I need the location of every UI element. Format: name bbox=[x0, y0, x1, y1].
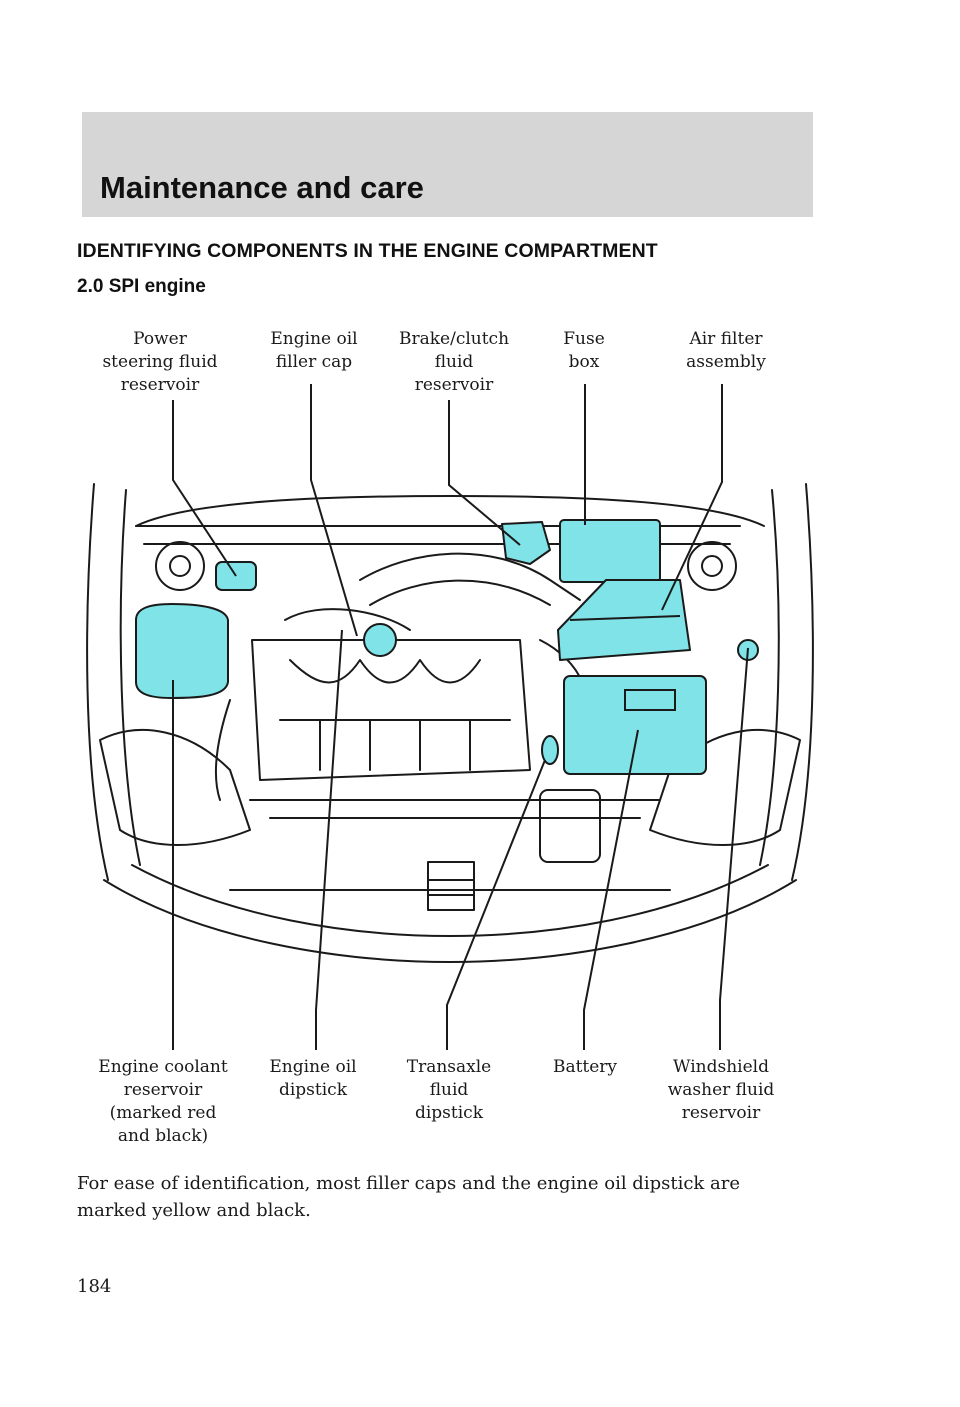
leader-power-steering bbox=[172, 400, 237, 577]
label-engine-oil-filler-cap: Engine oil filler cap bbox=[270, 329, 358, 372]
label-power-steering-fluid-reservoir: Power steering fluid reservoir bbox=[102, 329, 218, 395]
header-band bbox=[82, 112, 813, 217]
leader-oil-dipstick bbox=[315, 629, 343, 1050]
identification-caption: For ease of identification, most filler … bbox=[77, 1173, 741, 1221]
label-engine-oil-dipstick: Engine oil dipstick bbox=[269, 1057, 357, 1100]
label-air-filter-assembly: Air filter assembly bbox=[686, 329, 766, 372]
leader-brake-reservoir bbox=[448, 400, 521, 546]
label-transaxle-fluid-dipstick: Transaxle fluid dipstick bbox=[406, 1057, 492, 1123]
label-brake-clutch-fluid-reservoir: Brake/clutch fluid reservoir bbox=[398, 329, 510, 395]
label-fuse-box: Fuse box bbox=[563, 329, 605, 372]
leader-oil-filler-cap bbox=[310, 384, 358, 637]
label-battery: Battery bbox=[552, 1057, 618, 1077]
page-number: 184 bbox=[77, 1276, 112, 1297]
engine-subheading: 2.0 SPI engine bbox=[77, 276, 206, 297]
section-title: Maintenance and care bbox=[100, 170, 424, 205]
leader-washer-reservoir bbox=[719, 647, 749, 1050]
leader-battery bbox=[583, 729, 639, 1050]
leader-transaxle-dipstick bbox=[446, 759, 546, 1050]
engine-compartment-illustration bbox=[86, 483, 814, 963]
label-windshield-washer-fluid-reservoir: Windshield washer fluid reservoir bbox=[667, 1057, 775, 1123]
page-heading: IDENTIFYING COMPONENTS IN THE ENGINE COM… bbox=[77, 240, 658, 262]
label-engine-coolant-reservoir: Engine coolant reservoir (marked red and… bbox=[98, 1057, 228, 1146]
leader-air-filter bbox=[661, 384, 723, 611]
